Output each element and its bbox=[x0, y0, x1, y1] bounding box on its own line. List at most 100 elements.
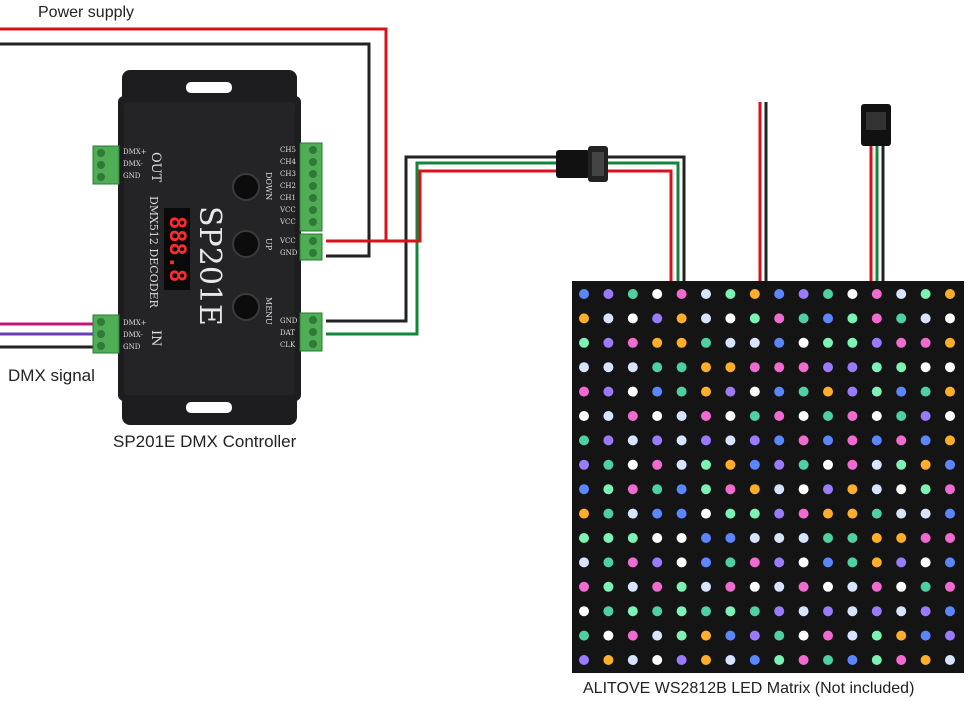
led-pixel bbox=[725, 655, 736, 665]
led-pixel bbox=[871, 508, 882, 519]
led-pixel bbox=[945, 289, 955, 299]
up-button[interactable] bbox=[232, 230, 260, 258]
led-pixel bbox=[823, 313, 833, 324]
led-pixel bbox=[945, 435, 955, 446]
led-pixel bbox=[749, 508, 760, 519]
led-pixel bbox=[676, 459, 687, 470]
led-pixel bbox=[749, 655, 760, 665]
led-pixel bbox=[701, 630, 711, 641]
led-pixel bbox=[823, 581, 833, 592]
led-pixel bbox=[823, 533, 833, 543]
dmx-signal-wires bbox=[0, 322, 100, 349]
led-pixel bbox=[920, 411, 931, 421]
led-pixel bbox=[871, 289, 882, 299]
led-terminal bbox=[299, 312, 323, 352]
led-pixel bbox=[847, 630, 858, 641]
led-pixel bbox=[652, 557, 663, 568]
led-pixel bbox=[676, 508, 687, 519]
out-terminal bbox=[92, 145, 120, 185]
led-pixel bbox=[749, 386, 760, 397]
in-pin-3: GND bbox=[123, 343, 141, 351]
led-pixel bbox=[896, 386, 907, 397]
in-terminal bbox=[92, 314, 120, 354]
led-pixel bbox=[676, 289, 687, 299]
led-pixel bbox=[749, 337, 760, 348]
led-pixel bbox=[579, 581, 589, 592]
led-pixel bbox=[701, 459, 711, 470]
led-pixel bbox=[920, 435, 931, 446]
led-pixel bbox=[823, 362, 833, 373]
led-pixel bbox=[871, 337, 882, 348]
led-pixel bbox=[798, 459, 809, 470]
led-pixel bbox=[749, 362, 760, 373]
led-pixel bbox=[920, 313, 931, 324]
led-pixel bbox=[920, 557, 931, 568]
led-pixel bbox=[749, 557, 760, 568]
led-pixel bbox=[798, 630, 809, 641]
led-pixel bbox=[676, 337, 687, 348]
led-pixel bbox=[725, 411, 736, 421]
led-pixel bbox=[627, 313, 638, 324]
led-pixel bbox=[701, 606, 711, 617]
led-pixel bbox=[627, 411, 638, 421]
led-pixel bbox=[847, 337, 858, 348]
led-pixel bbox=[725, 362, 736, 373]
led-pixel bbox=[945, 581, 955, 592]
led-pixel bbox=[579, 435, 589, 446]
led-pixel bbox=[749, 411, 760, 421]
led-pixel bbox=[798, 362, 809, 373]
led-pixel bbox=[847, 435, 858, 446]
led-pixel bbox=[725, 508, 736, 519]
led-pixel bbox=[652, 459, 663, 470]
down-button[interactable] bbox=[232, 173, 260, 201]
led-pixel bbox=[823, 655, 833, 665]
led-pixel bbox=[847, 459, 858, 470]
led-pixel bbox=[871, 459, 882, 470]
led-pixel bbox=[603, 386, 614, 397]
led-pixel bbox=[603, 337, 614, 348]
led-pixel bbox=[603, 362, 614, 373]
led-pixel bbox=[579, 557, 589, 568]
menu-button[interactable] bbox=[232, 293, 260, 321]
led-pixel bbox=[676, 362, 687, 373]
led-pixel bbox=[945, 459, 955, 470]
button-label-down: DOWN bbox=[264, 172, 273, 200]
led-pixel bbox=[945, 362, 955, 373]
led-pixel bbox=[896, 362, 907, 373]
led-pixel bbox=[652, 484, 663, 495]
led-pixel bbox=[774, 435, 785, 446]
segment-display bbox=[164, 208, 190, 290]
led-pixel bbox=[774, 655, 785, 665]
led-pixel bbox=[945, 508, 955, 519]
led-pixel bbox=[823, 411, 833, 421]
led-pixel bbox=[896, 606, 907, 617]
led-pixel bbox=[774, 386, 785, 397]
led-pixel bbox=[676, 533, 687, 543]
led-pixel bbox=[579, 606, 589, 617]
led-pixel bbox=[725, 581, 736, 592]
out-label: OUT bbox=[148, 152, 163, 183]
led-pixel bbox=[798, 435, 809, 446]
led-pixel bbox=[603, 289, 614, 299]
led-pixel bbox=[725, 459, 736, 470]
led-pixel bbox=[725, 557, 736, 568]
led-pixel bbox=[823, 484, 833, 495]
led-pixel bbox=[847, 581, 858, 592]
power-terminal bbox=[299, 233, 323, 261]
led-pixel bbox=[798, 386, 809, 397]
led-pixel bbox=[725, 606, 736, 617]
led-pixel bbox=[579, 484, 589, 495]
ch-pin-6: VCC bbox=[279, 206, 296, 214]
ch-pin-3: CH3 bbox=[280, 170, 296, 178]
led-pixel bbox=[847, 557, 858, 568]
led-pixel bbox=[798, 655, 809, 665]
button-label-up: UP bbox=[264, 238, 273, 251]
led-pixel bbox=[945, 606, 955, 617]
led-pixel bbox=[871, 362, 882, 373]
led-pixel bbox=[920, 581, 931, 592]
led-pixel bbox=[701, 508, 711, 519]
led-pixel bbox=[920, 337, 931, 348]
led-pixel bbox=[701, 557, 711, 568]
led-pixel bbox=[920, 655, 931, 665]
out-pin-1: DMX+ bbox=[123, 148, 147, 156]
